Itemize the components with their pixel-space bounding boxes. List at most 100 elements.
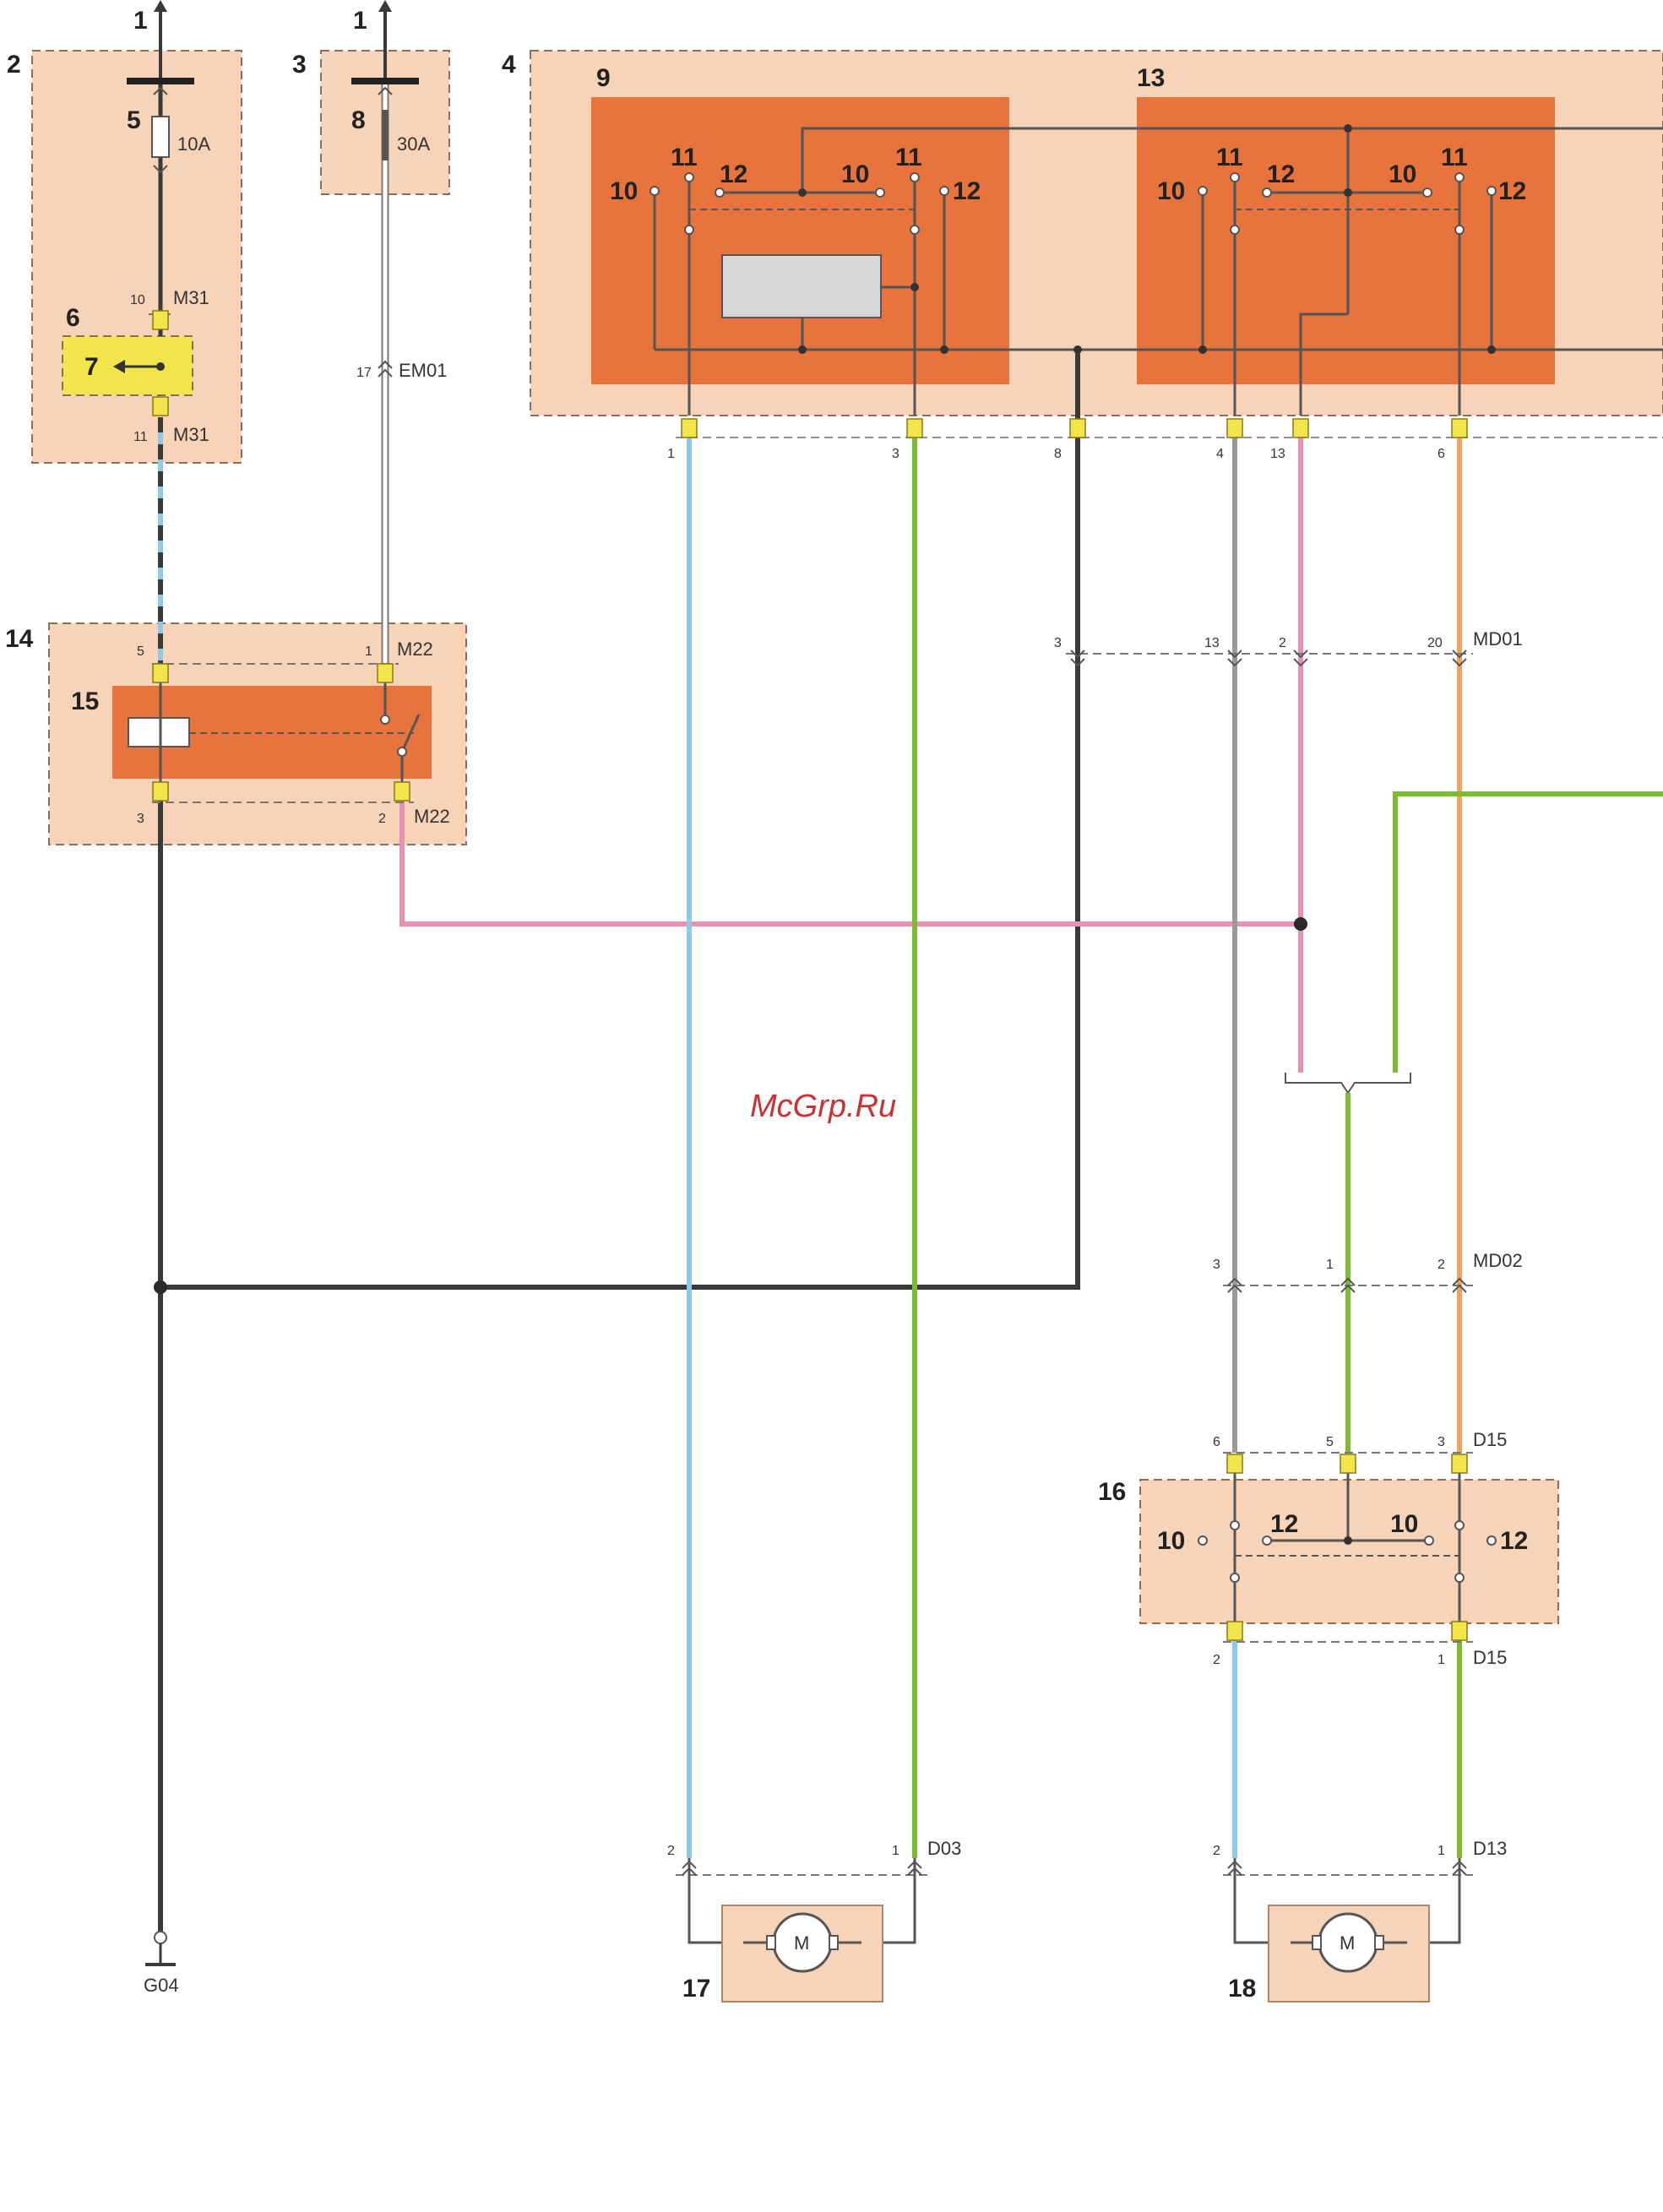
motor-18-brush-r [1375, 1936, 1383, 1949]
switch-16-t12b [1487, 1536, 1496, 1545]
block4-pin-8: 8 [1054, 447, 1062, 461]
block4-pin-6: 6 [1437, 447, 1445, 461]
motor-17-brush-l [767, 1936, 775, 1949]
switch-9-coil [722, 255, 881, 318]
motor-17-symbol: M [794, 1932, 809, 1954]
pin-block4-1 [682, 419, 697, 438]
s9-label-10b: 10 [841, 160, 869, 188]
motor-18-wiring [1235, 1858, 1269, 1943]
md02-pin-2: 2 [1437, 1258, 1445, 1272]
s13-label-11b: 11 [1441, 144, 1468, 171]
motor-17-wiring [689, 1858, 722, 1943]
pin-block4-3 [907, 419, 922, 438]
label-1b: 1 [353, 7, 367, 35]
md02-pin-3: 3 [1213, 1258, 1220, 1272]
switch-13-t12a [1263, 188, 1271, 197]
s16-label-10a: 10 [1157, 1527, 1185, 1555]
label-2: 2 [7, 51, 21, 79]
label-7: 7 [84, 353, 99, 381]
switch-13-node [1344, 188, 1352, 197]
switch-9-node [798, 188, 807, 197]
ground-label: G04 [144, 1975, 179, 1996]
d13-label: D13 [1473, 1838, 1507, 1859]
d15-pin-3: 3 [1437, 1435, 1445, 1449]
switch-16-tl1 [1231, 1521, 1239, 1530]
d15-label-bot: D15 [1473, 1647, 1507, 1668]
switch-16-tl2 [1231, 1573, 1239, 1582]
s9-label-12a: 12 [720, 160, 747, 188]
switch-13-t10b [1423, 188, 1432, 197]
d13-pin-1: 1 [1437, 1844, 1445, 1858]
m31-pin-top: 10 [130, 293, 145, 307]
supply-arrow-1b [378, 0, 392, 12]
block4-pin-13: 13 [1270, 447, 1285, 461]
block4-pin-3: 3 [892, 447, 899, 461]
switch-13-t11b-low [1455, 226, 1464, 234]
d03-pin-2: 2 [667, 1844, 675, 1858]
label-6: 6 [66, 304, 80, 332]
m22-label-top: M22 [397, 639, 433, 660]
s13-label-11a: 11 [1216, 144, 1243, 171]
label-15: 15 [71, 688, 99, 715]
pin-block4-8 [1070, 419, 1085, 438]
fuse-holder-bar-8 [351, 78, 419, 84]
m22-pin-5: 5 [137, 644, 144, 659]
block4-pin-4: 4 [1216, 447, 1224, 461]
m22-label-bot: M22 [414, 806, 450, 827]
label-17: 17 [682, 1975, 710, 2003]
s13-label-10b: 10 [1389, 160, 1416, 188]
s13-label-12a: 12 [1267, 160, 1295, 188]
motor-18-brush-l [1312, 1936, 1321, 1949]
pin-m22-3 [153, 782, 168, 801]
md02-pin-1: 1 [1326, 1258, 1334, 1272]
switch-13-t11a [1231, 173, 1239, 182]
switch-9-t10a [650, 187, 659, 195]
label-16: 16 [1098, 1478, 1126, 1506]
switch-13-node-top [1344, 124, 1352, 133]
motor-18-symbol: M [1340, 1932, 1355, 1954]
pin-m31-top [153, 311, 168, 329]
m31-label-top: M31 [173, 287, 209, 308]
md01-pin-13: 13 [1204, 636, 1220, 650]
pin-block4-4 [1227, 419, 1242, 438]
motor-17-wiring-b [883, 1858, 915, 1943]
motor-17-brush-r [829, 1936, 838, 1949]
md01-pin-2: 2 [1279, 636, 1286, 650]
d15-label-top: D15 [1473, 1429, 1507, 1450]
fuse-5-rating: 10A [177, 133, 210, 155]
switch-13-t12b [1487, 187, 1496, 195]
motor-18-wiring-b [1429, 1858, 1459, 1943]
d15-pin-5: 5 [1326, 1435, 1334, 1449]
pin-m22-1 [378, 664, 393, 682]
junction-pink [1294, 917, 1307, 931]
switch-9-t12b [940, 187, 948, 195]
label-9: 9 [596, 64, 611, 92]
switch-13-t10a [1198, 187, 1207, 195]
switch-9-t11b [910, 173, 919, 182]
pin-block4-6 [1452, 419, 1467, 438]
wire-pink-m22 [402, 794, 1301, 924]
watermark: McGrp.Ru [750, 1089, 896, 1124]
s13-label-10a: 10 [1157, 177, 1185, 205]
switch-16-tr2 [1455, 1573, 1464, 1582]
label-13: 13 [1137, 64, 1165, 92]
s16-label-10b: 10 [1390, 1510, 1418, 1538]
fuse-8-rating: 30A [397, 133, 430, 155]
relay-15-coil [128, 718, 189, 747]
component-7-dot [156, 362, 165, 371]
switch-13-node-b [1198, 345, 1207, 354]
m22-pin-1: 1 [365, 644, 372, 659]
em01-label: EM01 [399, 360, 447, 381]
pin-m31-bot [153, 397, 168, 416]
s9-label-12b: 12 [953, 177, 981, 205]
pin-d15-5 [1340, 1454, 1356, 1473]
label-1a: 1 [133, 7, 148, 35]
label-8: 8 [351, 106, 366, 134]
switch-13-t11a-low [1231, 226, 1239, 234]
switch-9-t10b [876, 188, 884, 197]
pin-d15-3 [1452, 1454, 1467, 1473]
d03-label: D03 [927, 1838, 961, 1859]
label-4: 4 [502, 51, 516, 79]
label-18: 18 [1228, 1975, 1256, 2003]
s9-label-10a: 10 [610, 177, 638, 205]
